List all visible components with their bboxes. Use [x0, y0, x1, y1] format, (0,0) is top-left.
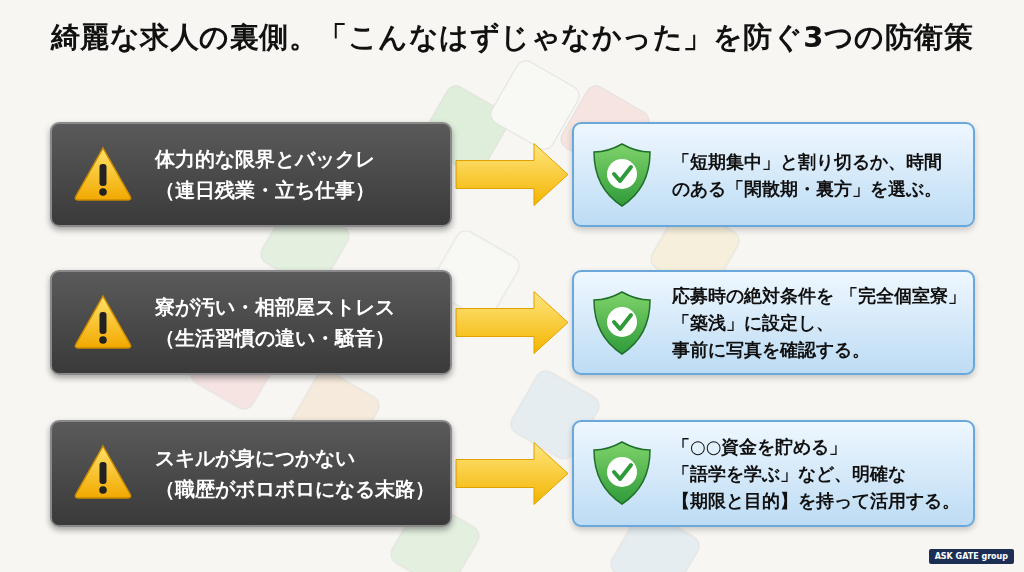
box-text: （職歴がボロボロになる末路）	[155, 474, 450, 505]
countermeasure-box: 「短期集中」と割り切るか、時間 のある「閑散期・裏方」を選ぶ。	[572, 122, 975, 227]
box-text: （生活習慣の違い・騒音）	[155, 323, 450, 354]
box-text: （連日残業・立ち仕事）	[155, 175, 450, 206]
block-arrow	[456, 443, 568, 505]
box-text: 寮が汚い・相部屋ストレス	[155, 292, 450, 323]
countermeasure-box: 「○○資金を貯める」 「語学を学ぶ」など、明確な 【期限と目的】を持って活用する…	[572, 420, 975, 527]
box-text: 体力的な限界とバックレ	[155, 144, 450, 175]
block-arrow	[456, 144, 568, 206]
diagram-title: 綺麗な求人の裏側。「こんなはずじゃなかった」を防ぐ3つの防衛策	[0, 18, 1024, 58]
box-text: 「短期集中」と割り切るか、時間 のある「閑散期・裏方」を選ぶ。	[672, 148, 969, 202]
box-text: スキルが身につかない	[155, 443, 450, 474]
risk-box: スキルが身につかない（職歴がボロボロになる末路）	[50, 420, 452, 527]
risk-box: 寮が汚い・相部屋ストレス（生活習慣の違い・騒音）	[50, 270, 452, 375]
box-text: 「○○資金を貯める」 「語学を学ぶ」など、明確な 【期限と目的】を持って活用する…	[672, 433, 969, 514]
countermeasure-box: 応募時の絶対条件を 「完全個室寮」「築浅」に設定し、 事前に写真を確認する。	[572, 270, 975, 375]
box-text: 応募時の絶対条件を 「完全個室寮」「築浅」に設定し、 事前に写真を確認する。	[672, 282, 969, 363]
risk-box: 体力的な限界とバックレ（連日残業・立ち仕事）	[50, 122, 452, 227]
brand-logo: ASK GATE group	[929, 549, 1014, 564]
block-arrow	[456, 292, 568, 354]
